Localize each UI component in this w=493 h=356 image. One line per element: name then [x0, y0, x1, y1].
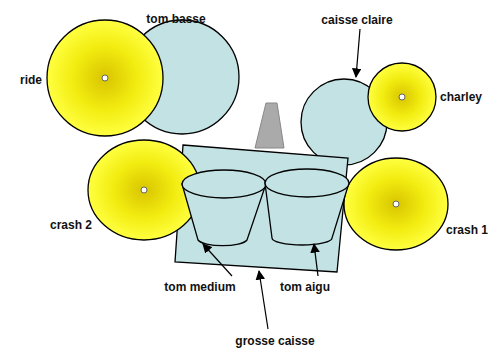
hihat-cymbal — [368, 63, 436, 131]
part-label: tom medium — [164, 280, 235, 294]
part-label: charley — [440, 90, 482, 104]
part-label: caisse claire — [321, 13, 392, 27]
leader-arrow — [203, 244, 232, 276]
cymbal-bolt — [393, 201, 399, 207]
part-label: crash 1 — [446, 223, 488, 237]
ride-cymbal — [47, 20, 163, 136]
part-label: tom basse — [146, 12, 205, 26]
part-label: grosse caisse — [235, 334, 314, 348]
leader-arrow — [356, 29, 360, 77]
part-label: crash 2 — [50, 218, 92, 232]
leader-arrow — [259, 271, 268, 329]
mid-tom-head — [182, 170, 266, 198]
cymbal-bolt — [102, 75, 108, 81]
cymbal-bolt — [399, 94, 405, 100]
leader-arrow — [314, 244, 318, 276]
part-label: tom aigu — [280, 280, 330, 294]
part-label: ride — [20, 73, 42, 87]
throne-support — [255, 103, 284, 148]
bass-drum — [175, 145, 348, 272]
high-tom-head — [265, 169, 349, 197]
crash-cymbal — [344, 158, 448, 250]
cymbal-bolt — [141, 187, 147, 193]
